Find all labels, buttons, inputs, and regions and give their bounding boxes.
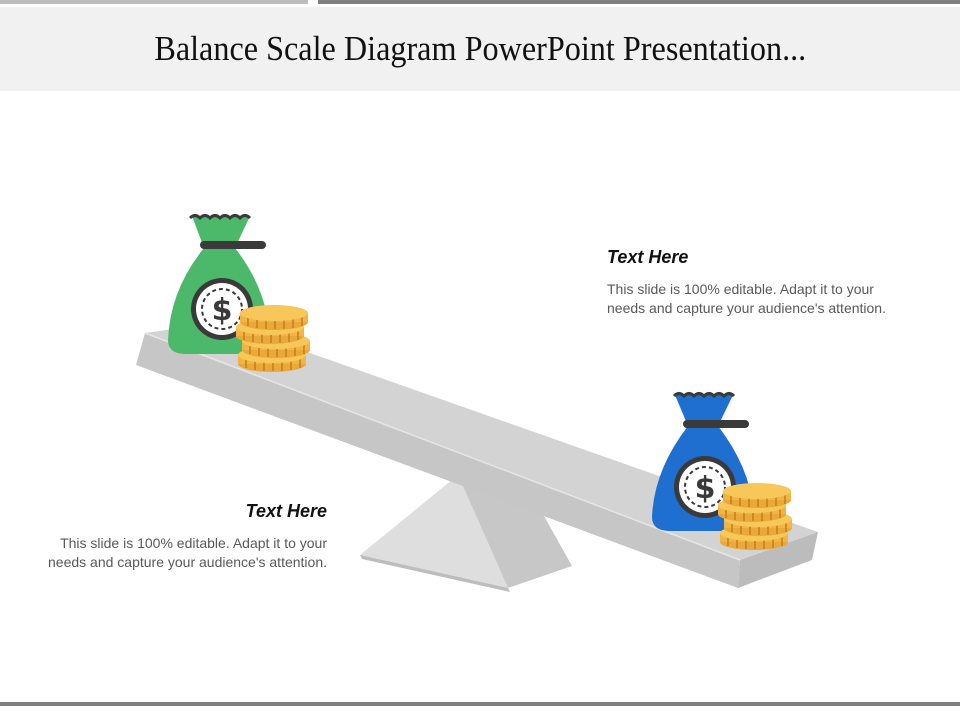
page-title: Balance Scale Diagram PowerPoint Present… (154, 29, 806, 68)
top-accent-bar-dark (318, 0, 960, 4)
dollar-icon: $ (212, 293, 233, 328)
seesaw-beam (136, 322, 818, 588)
text-block-body: This slide is 100% editable. Adapt it to… (607, 281, 886, 316)
text-block-left: Text Here This slide is 100% editable. A… (27, 501, 327, 572)
text-block-right: Text Here This slide is 100% editable. A… (607, 247, 907, 318)
bottom-accent-bar (0, 702, 960, 706)
bag-tie (200, 241, 266, 249)
right-coin-stack (717, 482, 793, 551)
top-accent-bar-light (0, 0, 308, 4)
title-band: Balance Scale Diagram PowerPoint Present… (0, 7, 960, 91)
bag-tie (683, 420, 749, 428)
text-block-heading: Text Here (607, 247, 689, 267)
dollar-icon: $ (695, 471, 716, 506)
text-block-body: This slide is 100% editable. Adapt it to… (48, 535, 327, 570)
fulcrum (360, 475, 572, 592)
left-coin-stack (235, 304, 311, 373)
text-block-heading: Text Here (245, 501, 327, 521)
